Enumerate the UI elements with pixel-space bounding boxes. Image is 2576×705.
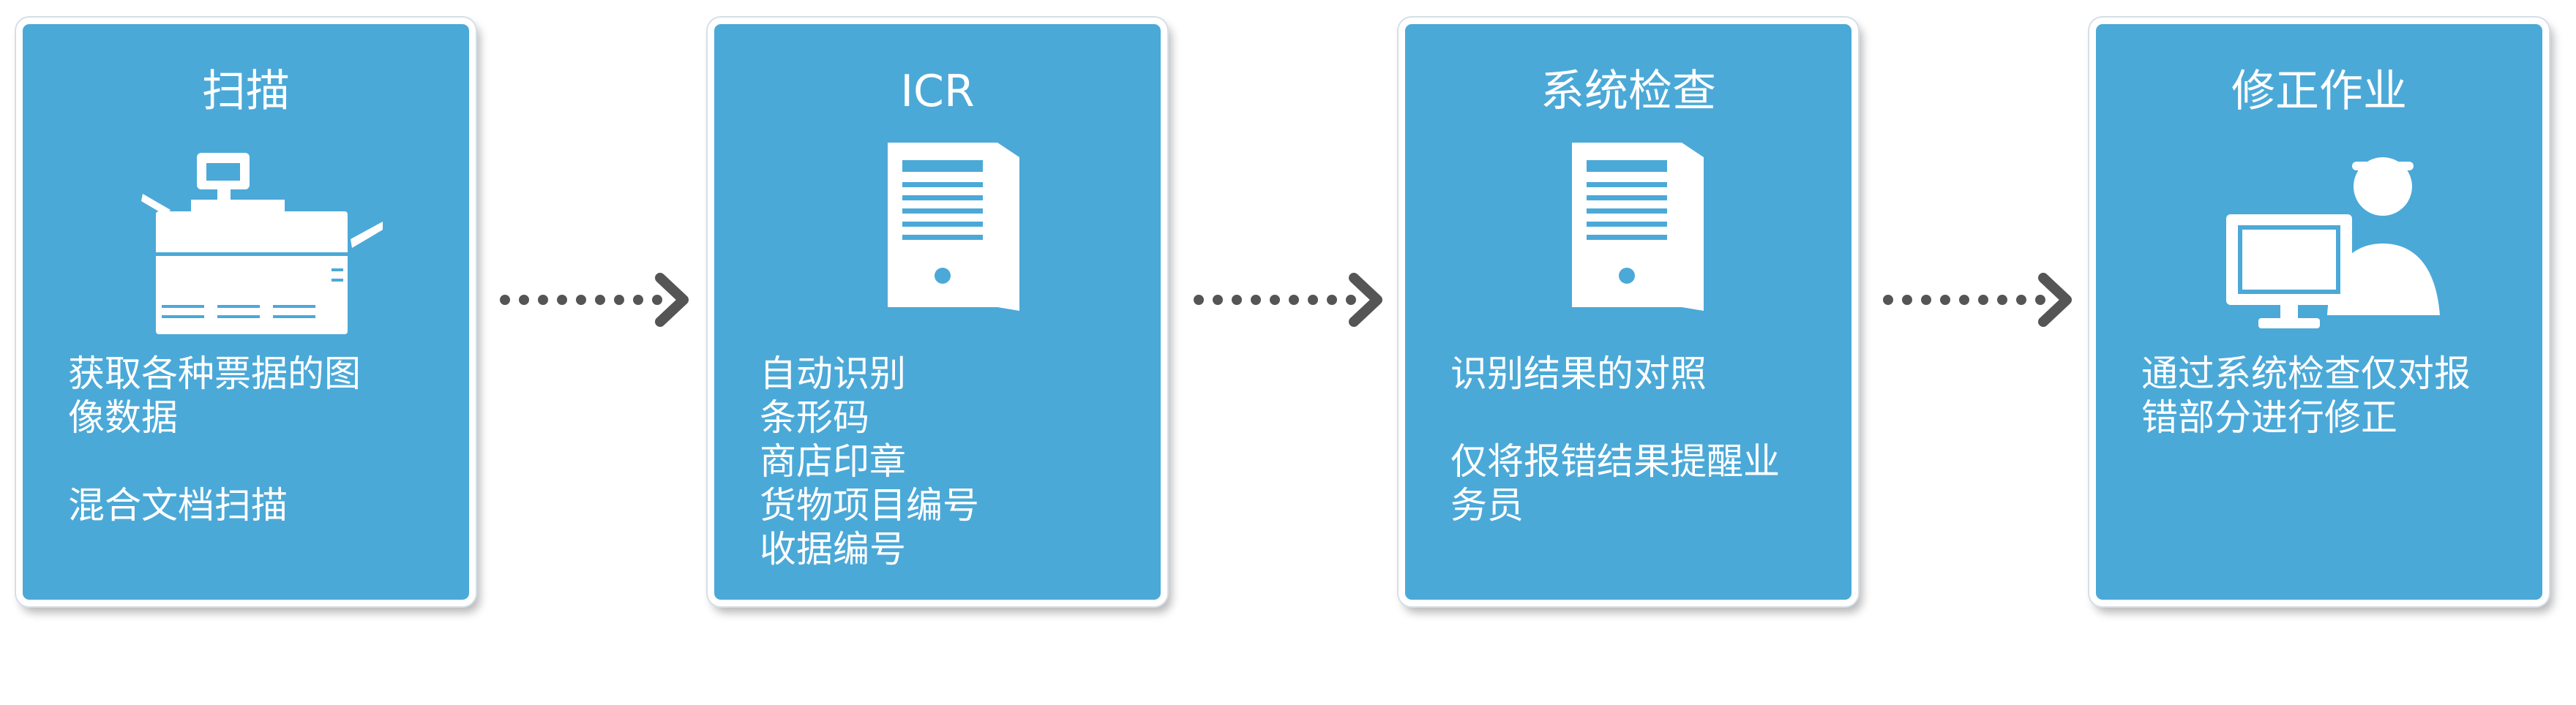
step-card-scan: 扫描 获取各种票据的图 像数据 混合文档扫描 [16, 18, 476, 606]
description-line: 收据编号 [760, 528, 906, 570]
step-description: 获取各种票据的图 像数据 混合文档扫描 [68, 352, 454, 527]
description-line: 获取各种票据的图 [68, 352, 361, 395]
step-card-system-check: 系统检查 识别结果的对照 仅将报错结果提醒业 务员 [1399, 18, 1858, 606]
operator-at-computer-icon [2226, 157, 2440, 328]
description-line: 仅将报错结果提醒业 [1450, 440, 1780, 483]
document-icon [1572, 143, 1704, 311]
document-icon [888, 143, 1019, 311]
description-line: 识别结果的对照 [1450, 352, 1707, 395]
description-line: 务员 [1450, 484, 1524, 527]
scanner-icon [141, 153, 383, 334]
step-description: 识别结果的对照 仅将报错结果提醒业 务员 [1450, 352, 1837, 527]
description-line: 通过系统检查仅对报 [2141, 352, 2471, 395]
dotted-arrow-right-icon [1194, 273, 1382, 327]
step-title: 系统检查 [1540, 66, 1716, 117]
dotted-arrow-right-icon [1883, 273, 2072, 327]
description-line: 货物项目编号 [760, 484, 979, 527]
step-card-correction: 修正作业 通过系统检查仅对报 错部分进行修正 [2089, 18, 2549, 606]
description-line: 商店印章 [760, 440, 906, 483]
step-title: ICR [900, 66, 975, 117]
step-title: 修正作业 [2231, 66, 2407, 117]
step-title: 扫描 [202, 66, 290, 117]
description-line: 像数据 [68, 396, 178, 439]
step-description: 通过系统检查仅对报 错部分进行修正 [2141, 352, 2528, 440]
description-line: 错部分进行修正 [2141, 396, 2397, 439]
description-line: 条形码 [760, 396, 869, 439]
step-description: 自动识别 条形码 商店印章 货物项目编号 收据编号 [760, 352, 1146, 571]
description-line: 自动识别 [760, 352, 906, 395]
step-card-icr: ICR 自动识别 条形码 商店印章 货物项目编号 收据编号 [708, 18, 1167, 606]
dotted-arrow-right-icon [500, 273, 689, 327]
description-line: 混合文档扫描 [68, 484, 288, 527]
